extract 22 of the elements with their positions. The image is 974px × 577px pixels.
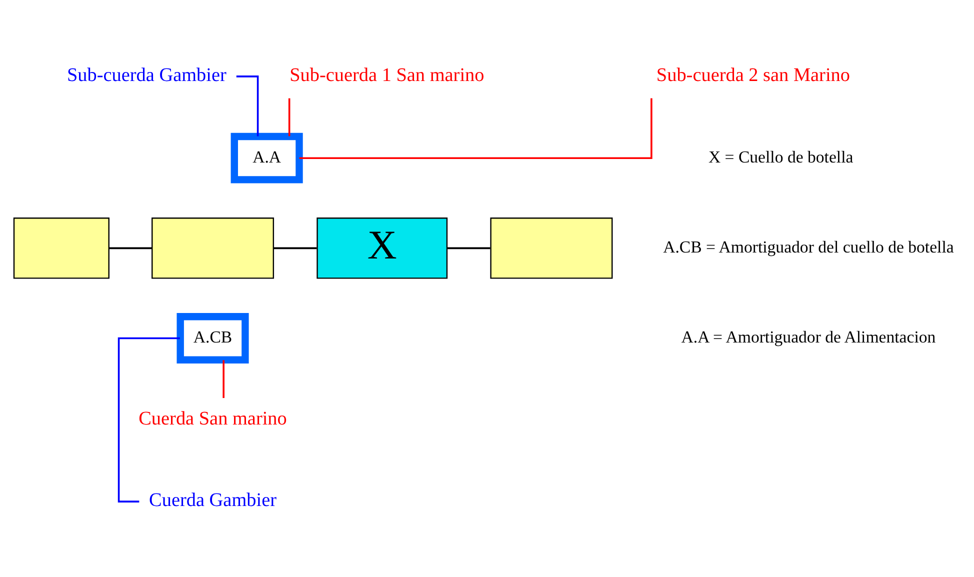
label: A.CB = Amortiguador del cuello de botella bbox=[662, 237, 954, 256]
connector bbox=[446, 246, 490, 249]
node-text: Sub-cuerda 2 san Marino bbox=[656, 64, 850, 86]
node-text: Cuerda San marino bbox=[138, 408, 286, 429]
node-box bbox=[12, 217, 109, 278]
connector bbox=[108, 246, 152, 249]
connector bbox=[236, 75, 258, 136]
connector bbox=[298, 98, 652, 158]
node-box bbox=[151, 217, 274, 278]
node-box: A.CB bbox=[176, 312, 248, 363]
node-box: A.A bbox=[230, 132, 302, 183]
node-text: Cuerda Gambier bbox=[148, 490, 276, 511]
connector bbox=[222, 360, 224, 398]
node-text: Sub-cuerda 1 San marino bbox=[289, 64, 484, 86]
label: A.A = Amortiguador de Alimentacion bbox=[680, 327, 936, 346]
node-box: X bbox=[316, 217, 448, 278]
connector bbox=[288, 98, 290, 136]
connector bbox=[117, 336, 180, 502]
label: X = Cuello de botella bbox=[708, 147, 853, 166]
node-text: Sub-cuerda Gambier bbox=[66, 64, 226, 86]
node-box bbox=[490, 217, 612, 278]
connector bbox=[272, 246, 316, 249]
